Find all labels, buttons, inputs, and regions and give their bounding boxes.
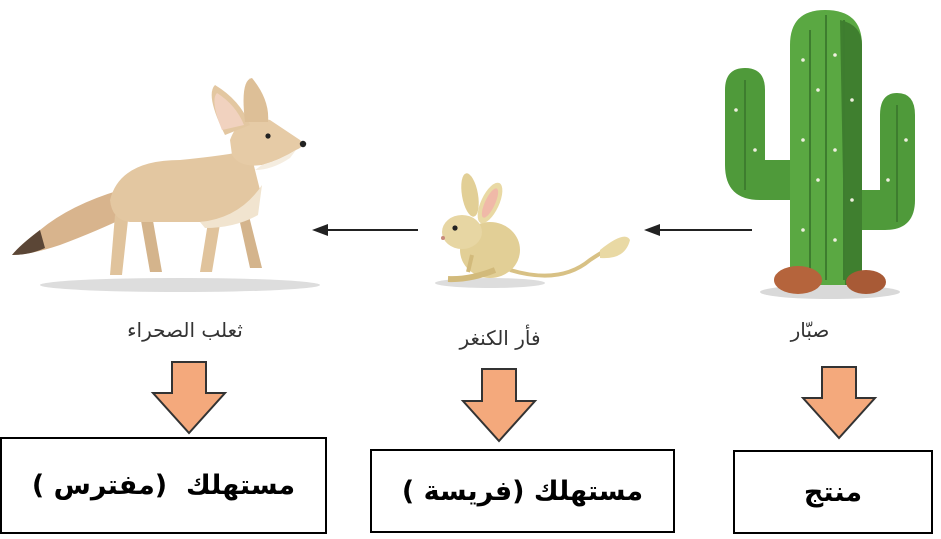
down-arrow-cactus — [800, 366, 878, 440]
role-producer-text: منتج — [803, 476, 863, 508]
jerboa-label: فأر الكنغر — [459, 326, 541, 350]
fox-image — [12, 78, 320, 292]
role-box-producer: منتج — [733, 450, 933, 534]
cactus-image — [725, 10, 915, 299]
fox-label: ثعلب الصحراء — [127, 318, 243, 342]
food-chain-arrow-2 — [312, 224, 418, 236]
role-box-predator-consumer: مستهلك (مفترس ) — [0, 437, 327, 534]
role-box-prey-consumer: مستهلك (فريسة ) — [370, 449, 675, 533]
food-chain-arrow-1 — [644, 224, 752, 236]
down-arrow-fox — [150, 361, 228, 435]
cactus-label: صبّار — [790, 318, 830, 342]
down-arrow-jerboa — [460, 368, 538, 443]
role-prey-text: مستهلك (فريسة ) — [401, 475, 644, 507]
jerboa-image — [435, 173, 630, 288]
role-predator-text: مستهلك (مفترس ) — [31, 470, 296, 501]
